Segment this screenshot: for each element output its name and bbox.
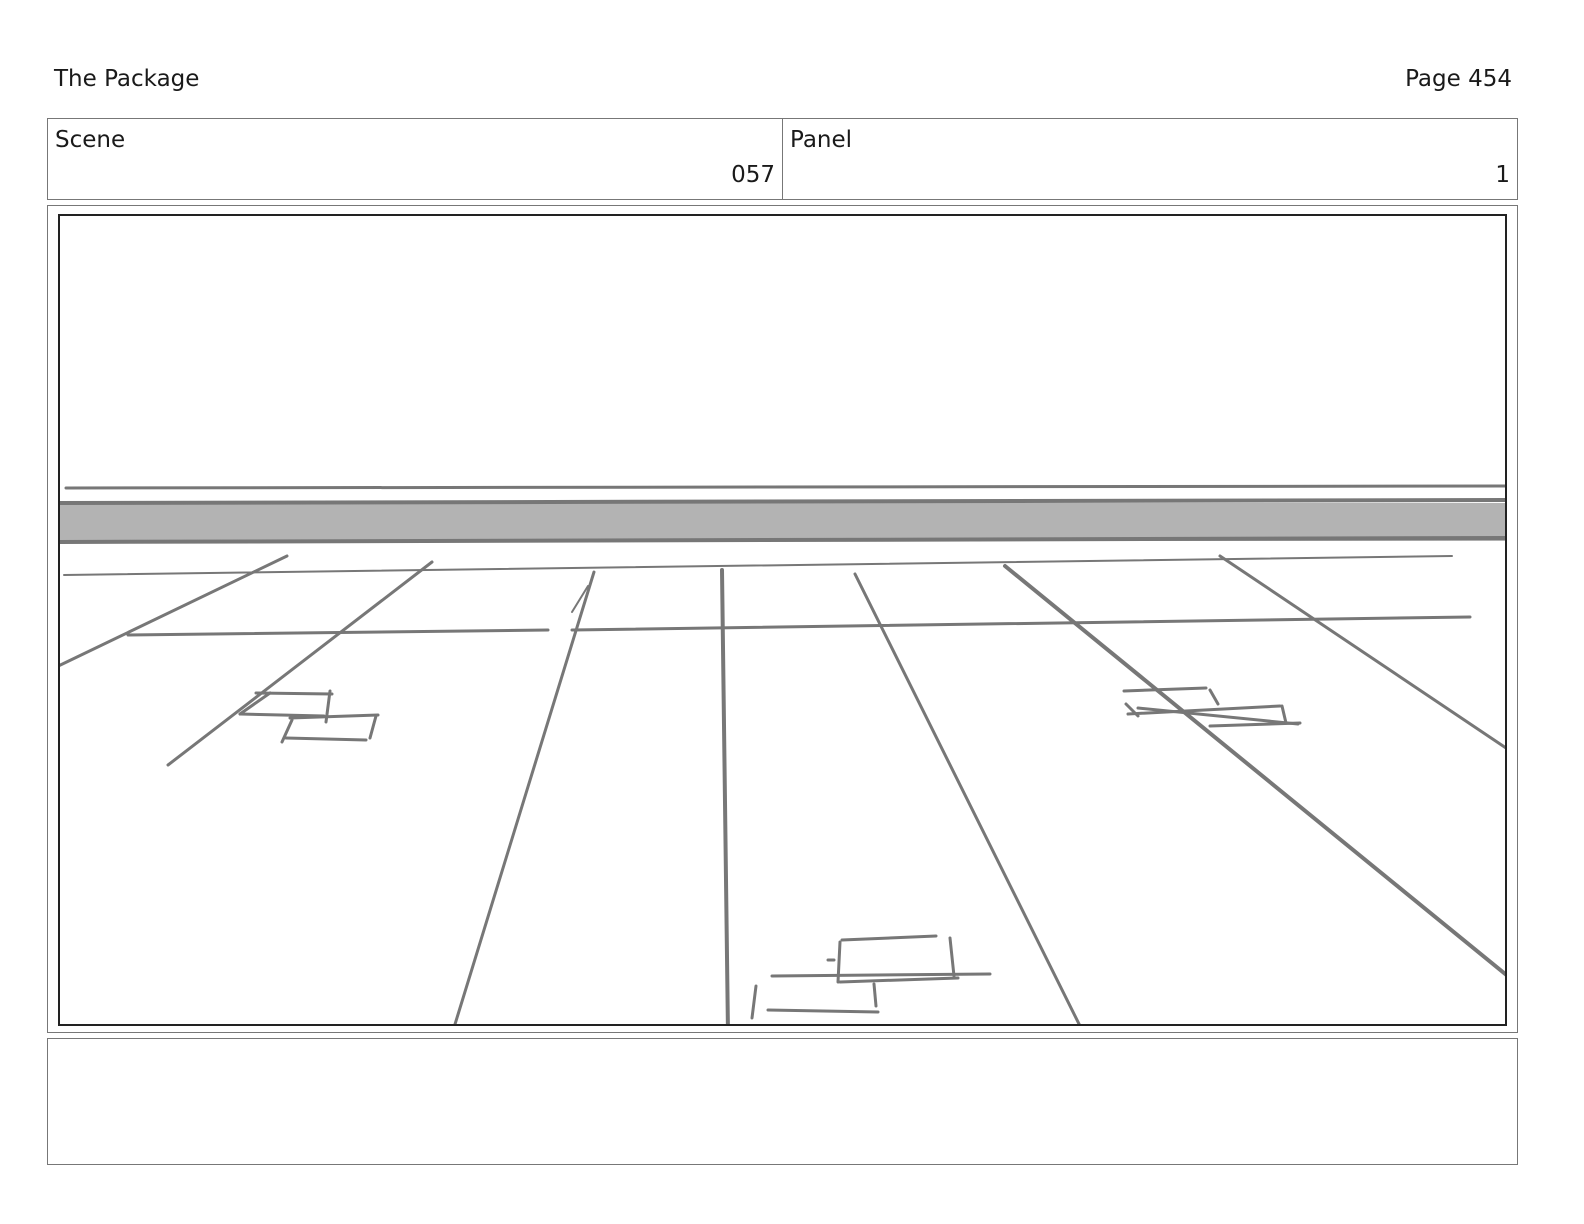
sketch-drawing	[60, 484, 1505, 1024]
field-mark-bottom	[750, 934, 992, 1020]
storyboard-sketch	[58, 214, 1507, 1026]
panel-notes-box	[47, 1038, 1518, 1165]
horizon-band-top-edge	[60, 498, 1505, 505]
panel-cell: Panel 1	[782, 119, 1517, 199]
document-title: The Package	[54, 66, 200, 92]
horizon-band	[60, 503, 1505, 541]
scene-panel-info-row: Scene 057 Panel 1	[47, 118, 1518, 200]
perspective-line-3	[453, 570, 596, 1024]
perspective-line-6	[1003, 564, 1505, 977]
page-number: Page 454	[1405, 66, 1512, 92]
perspective-line-5	[853, 572, 1081, 1024]
horizon-line-top	[64, 484, 1505, 490]
field-mark-right	[1122, 686, 1302, 728]
panel-number: 1	[1495, 162, 1510, 188]
perspective-line-7	[1218, 554, 1505, 750]
perspective-line-3-stroke	[571, 585, 589, 613]
perspective-line-2	[166, 560, 434, 767]
perspective-line-1	[60, 554, 289, 667]
scene-number: 057	[731, 162, 775, 188]
ground-line-mid-right	[570, 615, 1472, 632]
storyboard-panel-frame	[47, 205, 1518, 1033]
horizon-band-bottom-edge	[60, 536, 1505, 544]
scene-label: Scene	[55, 127, 126, 153]
scene-cell: Scene 057	[48, 119, 782, 199]
ground-line-far	[63, 555, 1453, 576]
panel-label: Panel	[790, 127, 853, 153]
perspective-line-center	[720, 568, 730, 1024]
field-mark-left	[238, 689, 380, 744]
